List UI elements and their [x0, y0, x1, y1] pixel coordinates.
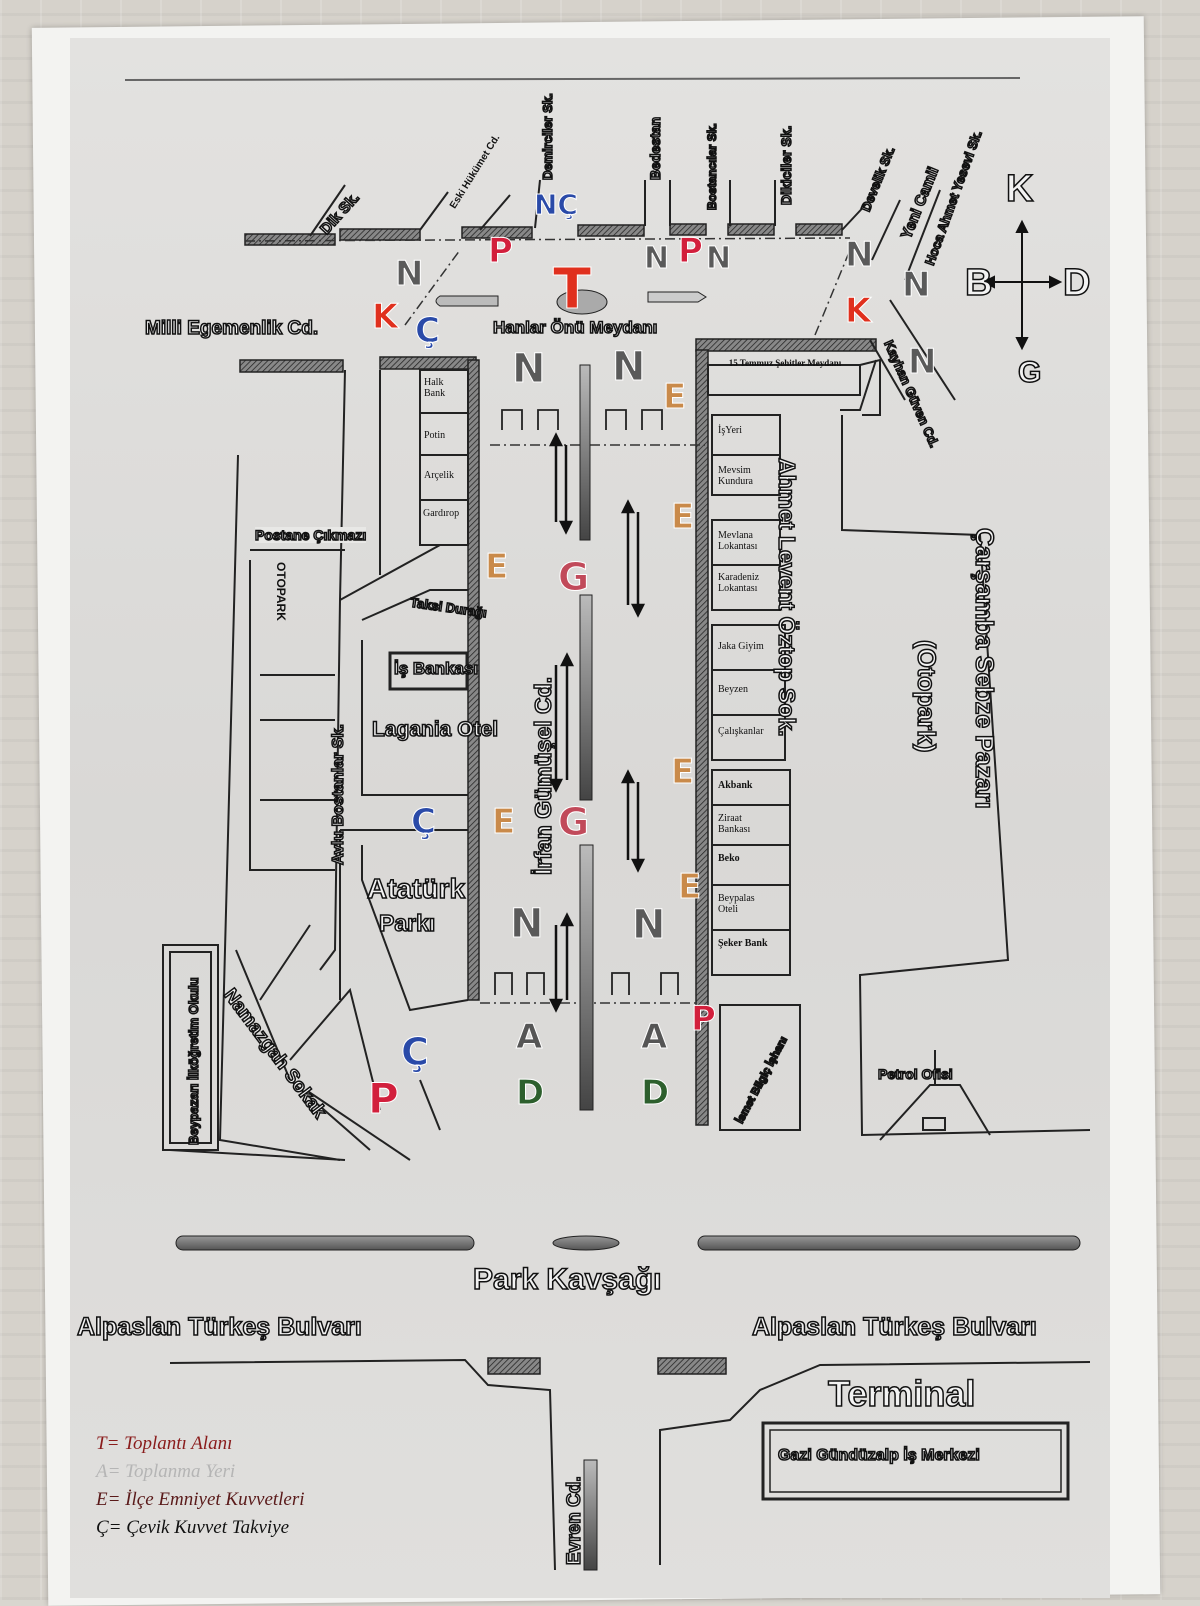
place-beko: Beko [718, 853, 740, 864]
marker-c: Ç [415, 311, 441, 351]
marker-e: E [662, 377, 687, 417]
legend-c: Ç= Çevik Kuvvet Takviye [96, 1517, 290, 1538]
legend-a: A= Toplanma Yeri [96, 1461, 236, 1482]
compass-east: D [1062, 261, 1091, 305]
marker-n: N [511, 346, 546, 392]
marker-n: N [907, 342, 937, 382]
place-arcelik: Arçelik [424, 470, 454, 481]
street-ahmet-levent: Ahmet Levent Öztop Sok. [773, 457, 801, 737]
marker-a: A [515, 1017, 543, 1057]
place-jaka: Jaka Giyim [718, 641, 764, 652]
street-otopark-paren: (Otopark) [911, 639, 941, 753]
street-postane: Postane Çıkmazı [254, 526, 367, 544]
compass-south: G [1017, 355, 1042, 390]
street-demirciler-text: Demirciler Sk. [539, 93, 556, 181]
street-park-kavsagi: Park Kavşağı [472, 1262, 662, 1297]
legend-t: T= Toplantı Alanı [96, 1433, 233, 1454]
marker-n: N [705, 241, 732, 276]
street-bedestan: Bedestan [646, 116, 664, 181]
place-petrol: Petrol Ofisi [877, 1065, 953, 1083]
place-halk-bank: Halk Bank [424, 377, 446, 399]
street-alpaslan-right: Alpaslan Türkeş Bulvarı [751, 1312, 1037, 1342]
marker-n: N [631, 902, 666, 948]
place-is-bankasi: İş Bankası [393, 658, 479, 679]
marker-e: E [677, 867, 702, 907]
marker-n: N [394, 254, 424, 294]
compass-north: K [1005, 167, 1034, 211]
marker-p: P [368, 1074, 400, 1123]
place-15-temmuz: 15 Temmuz Şehitler Meydanı [728, 358, 842, 368]
marker-n: N [509, 901, 544, 947]
legend-e: E= İlçe Emniyet Kuvvetleri [96, 1489, 305, 1510]
marker-n: N [901, 265, 931, 305]
marker-nc: NÇ [534, 188, 579, 222]
marker-e: E [670, 752, 695, 792]
marker-e: E [670, 497, 695, 537]
place-parki: Parkı [378, 909, 436, 937]
place-beyzen: Beyzen [718, 684, 748, 695]
place-gazi: Gazi Gündüzalp İş Merkezi [777, 1446, 980, 1465]
place-akbank: Akbank [718, 780, 753, 791]
street-milli-egemenlik: Milli Egemenlik Cd. [144, 317, 319, 340]
marker-g: G [557, 555, 590, 599]
street-carsamba: Çarşamba Sebze Pazarı [969, 527, 999, 809]
compass-west: B [964, 261, 993, 305]
street-hanlar-onu: Hanlar Önü Meydanı [492, 317, 658, 338]
marker-g: G [557, 800, 590, 844]
marker-k: K [844, 291, 872, 331]
place-lagania: Lagania Otel [371, 717, 499, 742]
marker-p: P [691, 999, 717, 1039]
marker-e: E [484, 547, 509, 587]
marker-n: N [611, 344, 646, 390]
place-caliskanlar: Çalışkanlar [718, 726, 764, 737]
place-mevsim: Mevsim Kundura [718, 465, 753, 487]
place-seker: Şeker Bank [718, 938, 768, 949]
marker-d: D [515, 1073, 545, 1113]
street-irfan-gumusel: İrfan Gümüşel Cd. [529, 676, 557, 876]
marker-t: T [552, 257, 592, 322]
place-potin: Potin [424, 430, 446, 441]
place-isyeri: İşYeri [718, 425, 742, 436]
marker-c: Ç [401, 1030, 430, 1074]
marker-d: D [640, 1073, 670, 1113]
marker-n: N [643, 241, 670, 276]
place-terminal: Terminal [827, 1372, 976, 1415]
legend: T= Toplantı Alanı A= Toplanma Yeri E= İl… [96, 1430, 305, 1542]
place-beypazari-okul: Beypazarı İlköğretim Okulu [185, 977, 202, 1146]
street-evren: Evren Cd. [563, 1476, 586, 1566]
marker-a: A [640, 1017, 668, 1057]
place-gardirop: Gardırop [423, 508, 460, 519]
place-mevlana: Mevlana Lokantası [718, 530, 758, 552]
street-bostancilar: Bostancılar Sk. [704, 123, 720, 211]
marker-p: P [678, 231, 704, 271]
place-beypalas: Beypalas Oteli [718, 893, 755, 915]
marker-c: Ç [411, 802, 437, 842]
marker-e: E [491, 802, 516, 842]
place-ataturk: Atatürk [366, 872, 466, 905]
street-alpaslan-left: Alpaslan Türkeş Bulvarı [76, 1312, 362, 1342]
marker-k: K [371, 297, 399, 337]
place-karadeniz: Karadeniz Lokantası [718, 572, 760, 594]
marker-n: N [844, 235, 874, 275]
place-ziraat: Ziraat Bankası [718, 813, 751, 835]
place-otopark: OTOPARK [274, 562, 288, 621]
marker-p: P [488, 231, 514, 271]
street-avlu-bostanlar: Avlu Bostanlar Sk. [329, 723, 348, 865]
street-dikiciler: Dikiciler Sk. [777, 125, 795, 206]
